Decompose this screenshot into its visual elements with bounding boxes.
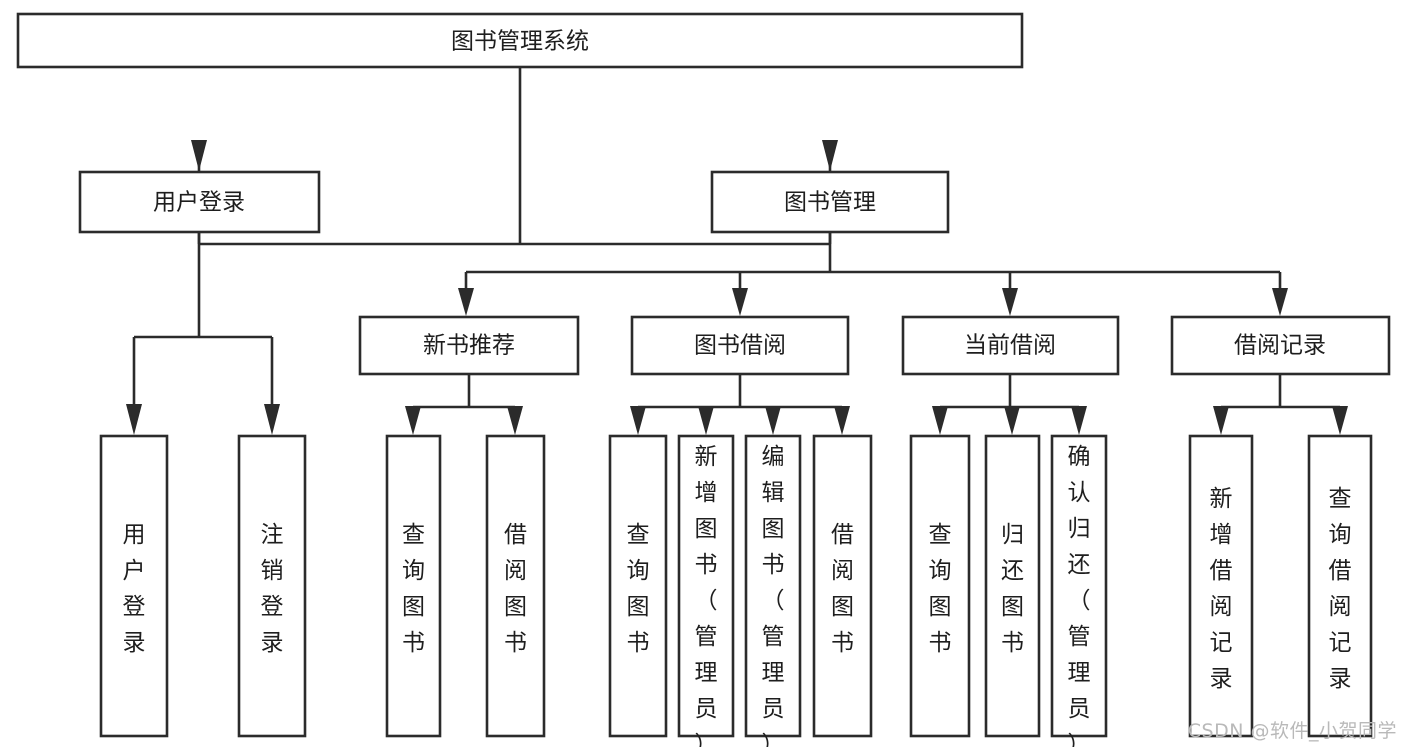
node-borrow-record[interactable]: 借阅记录 (1170, 315, 1391, 376)
leaf-user-login[interactable]: 用户登录 (99, 434, 169, 738)
leaf-add-record-label: 新增借阅记录 (1210, 486, 1233, 692)
arrow-head-leaf-borrow-book-rec (507, 406, 523, 435)
leaf-return-book-label: 归还图书 (1001, 522, 1024, 656)
leaf-edit-book[interactable]: 编辑图书（管理员） (744, 434, 802, 747)
leaf-edit-book-label: 编辑图书（管理员） (762, 444, 785, 747)
node-user-login-box[interactable] (78, 170, 321, 234)
csdn-watermark: CSDN @软件_小贺同学 (1187, 720, 1397, 742)
arrow-head-leaf-logout (264, 404, 280, 435)
leaf-borrow-book-br-box[interactable] (812, 434, 873, 738)
arrow-head-book-manage (822, 140, 838, 171)
node-current-borrow[interactable]: 当前借阅 (901, 315, 1120, 376)
node-root[interactable]: 图书管理系统 (16, 12, 1024, 69)
node-book-borrow-label: 图书借阅 (694, 333, 786, 359)
leaf-logout-label: 注销登录 (261, 522, 284, 656)
leaf-confirm-return-label: 确认归还（管理员） (1068, 444, 1091, 747)
leaf-return-book[interactable]: 归还图书 (984, 434, 1041, 738)
node-book-borrow-box[interactable] (630, 315, 850, 376)
arrow-head-leaf-query-book-rec (405, 406, 421, 435)
leaf-confirm-return-box[interactable] (1050, 434, 1108, 738)
leaf-query-record[interactable]: 查询借阅记录 (1307, 434, 1373, 738)
leaf-query-book-cb-label: 查询图书 (929, 522, 952, 656)
leaf-query-book-rec-label: 查询图书 (402, 522, 425, 656)
arrow-head-current-borrow (1002, 288, 1018, 316)
leaf-edit-book-box[interactable] (744, 434, 802, 738)
arrow-head-leaf-borrow-book-br (834, 406, 850, 435)
leaf-borrow-book-rec-label: 借阅图书 (504, 522, 527, 656)
node-current-borrow-box[interactable] (901, 315, 1120, 376)
leaf-query-book-br[interactable]: 查询图书 (608, 434, 668, 738)
leaf-add-book[interactable]: 新增图书（管理员） (677, 434, 735, 747)
arrow-head-leaf-user-login (126, 404, 142, 435)
node-new-book-rec[interactable]: 新书推荐 (358, 315, 580, 376)
node-root-box[interactable] (16, 12, 1024, 69)
leaf-query-book-rec-box[interactable] (385, 434, 442, 738)
arrow-head-leaf-confirm-return (1071, 406, 1087, 435)
arrow-head-leaf-query-record (1332, 406, 1348, 435)
leaf-query-record-label: 查询借阅记录 (1329, 486, 1352, 692)
leaf-logout[interactable]: 注销登录 (237, 434, 307, 738)
leaf-query-book-br-box[interactable] (608, 434, 668, 738)
leaf-query-book-cb-box[interactable] (909, 434, 971, 738)
arrow-head-book-borrow (732, 288, 748, 316)
arrow-head-leaf-return-book (1004, 406, 1020, 435)
leaf-query-book-br-label: 查询图书 (627, 522, 650, 656)
connector-layer (126, 67, 1348, 435)
leaf-add-book-label: 新增图书（管理员） (695, 444, 718, 747)
leaf-node-layer: 用户登录 注销登录 查询图书 借阅图书 查询图书 新增图书（管理员） 编辑图书（管理员） 借阅… (99, 434, 1373, 747)
leaf-query-book-cb[interactable]: 查询图书 (909, 434, 971, 738)
leaf-add-record[interactable]: 新增借阅记录 (1188, 434, 1254, 738)
node-book-borrow[interactable]: 图书借阅 (630, 315, 850, 376)
arrow-head-leaf-add-book (698, 406, 714, 435)
node-root-label: 图书管理系统 (451, 29, 589, 55)
node-user-login[interactable]: 用户登录 (78, 170, 321, 234)
node-book-manage[interactable]: 图书管理 (710, 170, 950, 234)
arrow-head-leaf-query-book-cb (932, 406, 948, 435)
leaf-confirm-return[interactable]: 确认归还（管理员） (1050, 434, 1108, 747)
node-borrow-record-box[interactable] (1170, 315, 1391, 376)
node-book-manage-label: 图书管理 (784, 190, 876, 216)
node-current-borrow-label: 当前借阅 (964, 333, 1056, 359)
leaf-borrow-book-rec[interactable]: 借阅图书 (485, 434, 546, 738)
leaf-borrow-book-br[interactable]: 借阅图书 (812, 434, 873, 738)
leaf-add-record-box[interactable] (1188, 434, 1254, 738)
arrow-head-user-login (191, 140, 207, 171)
leaf-add-book-box[interactable] (677, 434, 735, 738)
node-user-login-label: 用户登录 (153, 190, 245, 216)
arrow-head-leaf-add-record (1213, 406, 1229, 435)
leaf-borrow-book-rec-box[interactable] (485, 434, 546, 738)
arrow-head-leaf-query-book-br (630, 406, 646, 435)
leaf-query-book-rec[interactable]: 查询图书 (385, 434, 442, 738)
leaf-query-record-box[interactable] (1307, 434, 1373, 738)
leaf-borrow-book-br-label: 借阅图书 (831, 522, 854, 656)
arrow-head-leaf-edit-book (765, 406, 781, 435)
arrow-head-borrow-record (1272, 288, 1288, 316)
leaf-user-login-label: 用户登录 (123, 522, 146, 656)
leaf-user-login-box[interactable] (99, 434, 169, 738)
leaf-logout-box[interactable] (237, 434, 307, 738)
node-book-manage-box[interactable] (710, 170, 950, 234)
node-borrow-record-label: 借阅记录 (1234, 333, 1326, 359)
leaf-return-book-box[interactable] (984, 434, 1041, 738)
node-new-book-rec-label: 新书推荐 (423, 333, 515, 359)
node-new-book-rec-box[interactable] (358, 315, 580, 376)
arrow-head-new-book-rec (458, 288, 474, 316)
